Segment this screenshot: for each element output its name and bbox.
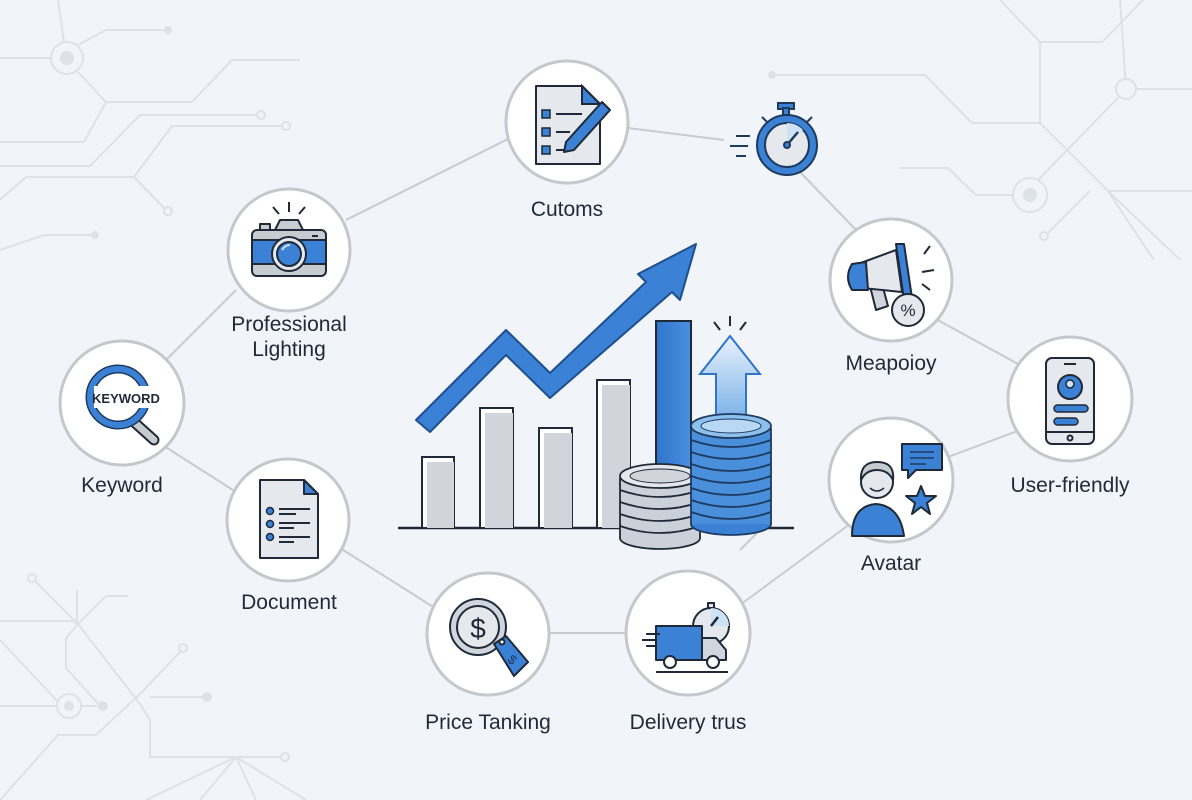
document-list-icon (259, 479, 319, 559)
label-price: Price Tanking (425, 711, 551, 734)
node-delivery[interactable] (624, 569, 752, 697)
growth-chart-graphic (398, 243, 794, 550)
label-lighting-line2: Lighting (252, 338, 326, 361)
growth-arrow-icon (415, 243, 697, 433)
delivery-truck-stopwatch-icon (642, 602, 730, 673)
label-megaphone: Meapoioy (845, 352, 937, 375)
megaphone-percent-icon: % (847, 243, 935, 327)
node-lighting[interactable] (226, 187, 352, 313)
label-user-friendly: User-friendly (1010, 474, 1130, 497)
svg-text:%: % (900, 301, 915, 320)
node-megaphone[interactable]: % (828, 217, 954, 343)
keyword-icon-text: KEYWORD (92, 391, 160, 406)
label-delivery: Delivery trus (629, 711, 747, 734)
blue-coin-stack (690, 413, 772, 536)
avatar-chat-star-icon (851, 443, 943, 537)
node-timer[interactable] (730, 102, 818, 176)
chart-bars (421, 320, 692, 529)
label-lighting-line1: Professional (231, 313, 347, 336)
smartphone-profile-icon (1045, 357, 1095, 445)
stopwatch-icon (730, 102, 818, 176)
node-price[interactable]: $ $ (425, 571, 551, 697)
keyword-magnifier-icon: KEYWORD (85, 364, 160, 446)
svg-text:$: $ (470, 613, 486, 644)
node-document[interactable] (225, 457, 351, 583)
camera-flash-icon (251, 202, 327, 277)
label-customs: Cutoms (530, 198, 604, 221)
connector-lines (163, 127, 1021, 634)
label-keyword: Keyword (81, 474, 163, 497)
node-avatar[interactable] (827, 416, 955, 544)
checklist-document-pen-icon (535, 83, 611, 165)
glowing-up-arrow-icon (697, 316, 763, 417)
gray-coin-stack (619, 463, 701, 550)
node-customs[interactable] (504, 59, 630, 185)
label-lighting: Professional Lighting (231, 312, 347, 362)
node-user-friendly[interactable] (1006, 335, 1134, 463)
dollar-coin-tag-icon: $ $ (449, 598, 529, 677)
node-keyword[interactable]: KEYWORD (58, 339, 186, 467)
label-avatar: Avatar (860, 552, 922, 575)
label-document: Document (241, 591, 337, 614)
